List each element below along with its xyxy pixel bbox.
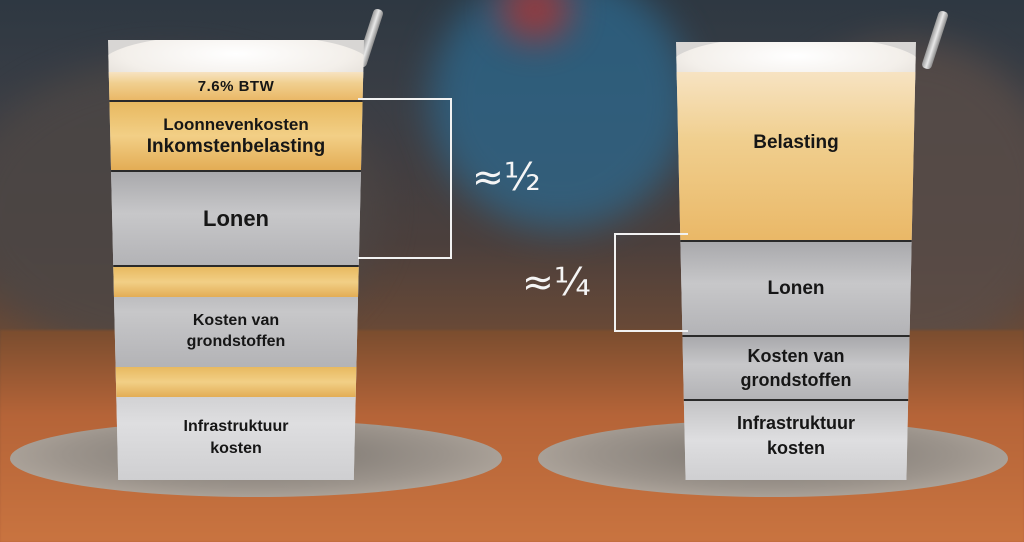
left-layer-taxes: Loonnevenkosten Inkomstenbelasting xyxy=(108,100,364,170)
left-vat-label: 7.6% BTW xyxy=(197,77,275,95)
person-shirt xyxy=(430,0,690,230)
right-raw-materials-label-1: Kosten van xyxy=(747,346,845,366)
left-infrastructure-stripe xyxy=(108,367,364,397)
left-layer-vat: 7.6% BTW xyxy=(108,72,364,100)
left-layer-raw-materials: Kosten van grondstoffen xyxy=(108,265,364,367)
right-layer-wages: Lonen xyxy=(676,240,916,335)
left-raw-materials-label-2: grondstoffen xyxy=(186,333,286,350)
right-raw-materials-label-2: grondstoffen xyxy=(740,370,852,390)
right-layer-tax: Belasting xyxy=(676,72,916,240)
left-half-bracket xyxy=(358,98,452,259)
left-layer-wages: Lonen xyxy=(108,170,364,265)
left-half-annotation: ≈½ xyxy=(472,155,541,199)
left-raw-materials-label-1: Kosten van xyxy=(192,312,280,329)
right-layer-raw-materials: Kosten van grondstoffen xyxy=(676,335,916,399)
left-layer-infrastructure: Infrastruktuur kosten xyxy=(108,367,364,480)
right-wages-label: Lonen xyxy=(767,277,825,299)
left-glass: 7.6% BTW Loonnevenkosten Inkomstenbelast… xyxy=(108,40,364,480)
left-wages-label: Lonen xyxy=(203,205,269,231)
left-payroll-tax-label: Loonnevenkosten xyxy=(163,115,309,134)
right-glass: Belasting Lonen Kosten van grondstoffen … xyxy=(676,42,916,480)
right-quarter-bracket xyxy=(614,233,688,332)
right-layer-infrastructure: Infrastruktuur kosten xyxy=(676,399,916,480)
left-infrastructure-label-2: kosten xyxy=(210,439,262,457)
left-infrastructure-label-1: Infrastruktuur xyxy=(183,417,289,435)
right-saucer xyxy=(538,420,1008,530)
right-tax-label: Belasting xyxy=(753,132,839,153)
right-quarter-annotation: ≈¼ xyxy=(522,260,591,304)
right-infrastructure-label-1: Infrastruktuur xyxy=(736,413,855,433)
left-income-tax-label: Inkomstenbelasting xyxy=(146,136,326,157)
right-infrastructure-label-2: kosten xyxy=(766,438,826,458)
left-raw-materials-stripe xyxy=(108,267,364,297)
